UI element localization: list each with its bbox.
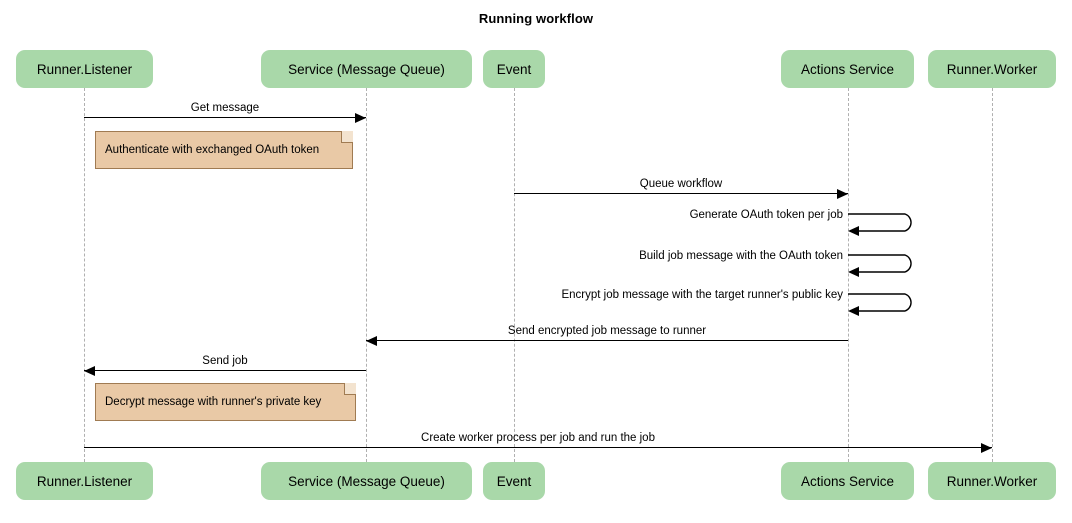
self-message-encrypt-job-message-loop <box>845 288 920 320</box>
participant-service-message-queue-bottom[interactable]: Service (Message Queue) <box>261 462 472 500</box>
participant-label: Event <box>496 473 532 489</box>
note-decrypt: Decrypt message with runner's private ke… <box>95 383 356 421</box>
participant-runner-listener-top[interactable]: Runner.Listener <box>16 50 153 88</box>
message-send-encrypted-job-message-arrowhead <box>366 335 377 346</box>
participant-label: Runner.Listener <box>36 473 133 489</box>
participant-service-message-queue-top[interactable]: Service (Message Queue) <box>261 50 472 88</box>
participant-actions-service-top[interactable]: Actions Service <box>781 50 914 88</box>
message-create-worker-process-arrowhead <box>981 442 992 453</box>
participant-event-bottom[interactable]: Event <box>483 462 545 500</box>
participant-runner-worker-bottom[interactable]: Runner.Worker <box>928 462 1056 500</box>
self-message-build-job-message-label: Build job message with the OAuth token <box>639 250 843 262</box>
participant-actions-service-bottom[interactable]: Actions Service <box>781 462 914 500</box>
lifeline-runner-worker <box>992 88 993 462</box>
note-fold-corner-icon <box>344 383 356 395</box>
message-send-encrypted-job-message-label: Send encrypted job message to runner <box>507 325 707 337</box>
participant-label: Runner.Worker <box>946 61 1038 77</box>
lifeline-actions-service <box>848 88 849 462</box>
note-text: Authenticate with exchanged OAuth token <box>105 144 320 156</box>
page-title: Running workflow <box>478 11 594 26</box>
message-create-worker-process-label: Create worker process per job and run th… <box>421 432 655 444</box>
message-queue-workflow-line <box>514 193 848 194</box>
message-create-worker-process-line <box>84 447 992 448</box>
message-send-job-arrowhead <box>84 365 95 376</box>
self-message-generate-oauth-token-loop <box>845 208 920 240</box>
participant-label: Runner.Listener <box>36 61 133 77</box>
message-send-encrypted-job-message-line <box>366 340 848 341</box>
participant-event-top[interactable]: Event <box>483 50 545 88</box>
message-get-message-line <box>84 117 366 118</box>
message-get-message-label: Get message <box>190 102 260 114</box>
note-text: Decrypt message with runner's private ke… <box>105 396 322 408</box>
participant-label: Runner.Worker <box>946 473 1038 489</box>
message-send-job-line <box>84 370 366 371</box>
self-message-generate-oauth-token-label: Generate OAuth token per job <box>689 209 843 221</box>
self-message-encrypt-job-message-label: Encrypt job message with the target runn… <box>561 289 843 301</box>
message-queue-workflow-arrowhead <box>837 188 848 199</box>
note-authenticate: Authenticate with exchanged OAuth token <box>95 131 353 169</box>
note-fold-corner-icon <box>341 131 353 143</box>
self-message-build-job-message-loop <box>845 249 920 281</box>
message-send-job-label: Send job <box>202 355 248 367</box>
participant-label: Event <box>496 61 532 77</box>
participant-label: Actions Service <box>800 61 895 77</box>
participant-label: Service (Message Queue) <box>288 61 445 77</box>
message-queue-workflow-label: Queue workflow <box>639 178 723 190</box>
participant-runner-worker-top[interactable]: Runner.Worker <box>928 50 1056 88</box>
participant-label: Service (Message Queue) <box>288 473 445 489</box>
lifeline-service-message-queue <box>366 88 367 462</box>
lifeline-event <box>514 88 515 462</box>
lifeline-runner-listener <box>84 88 85 462</box>
message-get-message-arrowhead <box>355 112 366 123</box>
participant-runner-listener-bottom[interactable]: Runner.Listener <box>16 462 153 500</box>
participant-label: Actions Service <box>800 473 895 489</box>
